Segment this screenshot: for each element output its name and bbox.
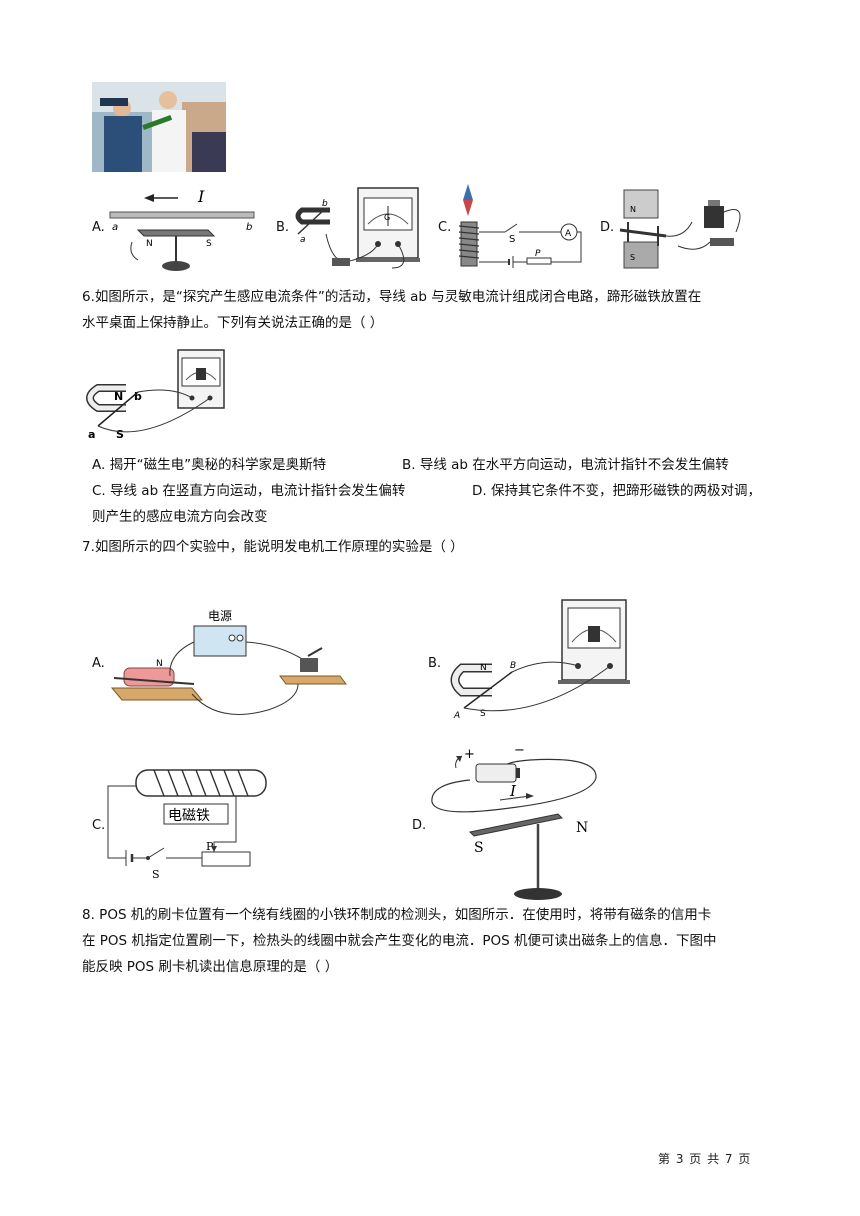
q5-option-c-label: C. [438,220,452,235]
q5-d-n: N [630,205,636,214]
q7-d-minus: − [514,743,525,758]
q7-b-n: N [480,663,487,673]
q6-option-a: A. 揭开“磁生电”奥秘的科学家是奥斯特 [92,457,327,473]
security-check-photo [92,82,226,172]
page-footer: 第 3 页 共 7 页 [658,1152,752,1166]
q7-option-b-label: B. [428,656,442,671]
q7-c-electromagnet-label: 电磁铁 [168,808,210,824]
q7-option-d-label: D. [412,818,427,833]
q6-label-n: N [114,390,123,403]
q7-a-power-label: 电源 [208,609,232,623]
q7-d-n: N [576,820,588,836]
q7-figure-b: N S A B [450,599,630,721]
q5-c-p: P [535,249,541,259]
q7-stem: 7.如图所示的四个实验中，能说明发电机工作原理的实验是（ ） [82,539,464,555]
q6-option-d-line2: 则产生的感应电流方向会改变 [92,509,268,525]
q7-a-magnet-n: N [156,659,163,669]
q7-option-c-label: C. [92,818,106,833]
q6-stem-line1: 6.如图所示，是“探究产生感应电流条件”的活动，导线 ab 与灵敏电流计组成闭合… [82,289,702,305]
q7-d-s: S [474,840,484,856]
q5-option-b-label: B. [276,220,290,235]
q6-label-b: b [134,390,142,403]
q5-b-a: a [300,235,306,245]
q8-line1: 8. POS 机的刷卡位置有一个绕有线圈的小铁环制成的检测头，如图所示．在使用时… [82,907,712,923]
q5-figure-c: S A P [458,184,582,268]
q7-d-plus: + [464,747,475,762]
q8-stem: 8. POS 机的刷卡位置有一个绕有线圈的小铁环制成的检测头，如图所示．在使用时… [82,902,782,980]
q5-a-current-label: I [197,187,205,206]
q5-a-n: N [146,239,153,249]
q7-option-a-label: A. [92,656,105,671]
q7-c-p: P [206,840,214,853]
q7-figure-a: 电源 N [110,609,347,715]
q6-option-c: C. 导线 ab 在竖直方向运动，电流计指针会发生偏转 [92,483,406,499]
q6-label-s: S [116,428,124,441]
q7-figure-d: + − I N S [431,743,597,900]
q7-b-label-B: B [510,661,516,671]
q7-d-current: I [509,782,517,800]
q5-a-end-b: b [246,222,252,233]
q5-option-d-label: D. [600,220,615,235]
q5-option-a-label: A. [92,220,105,235]
q5-c-switch: S [509,234,515,245]
q5-figure-d: N S [619,189,741,269]
q5-a-end-a: a [112,222,118,233]
q5-d-s: S [630,253,635,262]
q7-b-s: S [480,709,486,719]
q6-stem-line2: 水平桌面上保持静止。下列有关说法正确的是（ ） [82,315,384,331]
q6-option-d-line1: D. 保持其它条件不变，把蹄形磁铁的两极对调， [472,483,761,499]
q5-b-g: G [384,213,390,222]
q5-figure-a: I a b N S [109,187,255,271]
q5-a-s: S [206,239,212,249]
q6-figure: N b a S [86,349,225,441]
q6-stem: 6.如图所示，是“探究产生感应电流条件”的活动，导线 ab 与灵敏电流计组成闭合… [82,284,782,336]
q5-figure-b: b a G [295,187,420,269]
q7-figure-c: 电磁铁 S P [107,769,267,881]
q7-c-switch-s: S [152,868,160,881]
q6-option-b: B. 导线 ab 在水平方向运动，电流计指针不会发生偏转 [402,457,729,473]
q5-b-b: b [322,199,328,209]
q7-b-label-A: A [453,711,460,721]
q8-line3: 能反映 POS 刷卡机读出信息原理的是（ ） [82,959,339,975]
svg-text:A: A [565,229,572,239]
q6-label-a: a [88,428,95,441]
q8-line2: 在 POS 机指定位置刷一下，检热头的线圈中就会产生变化的电流．POS 机便可读… [82,933,717,949]
